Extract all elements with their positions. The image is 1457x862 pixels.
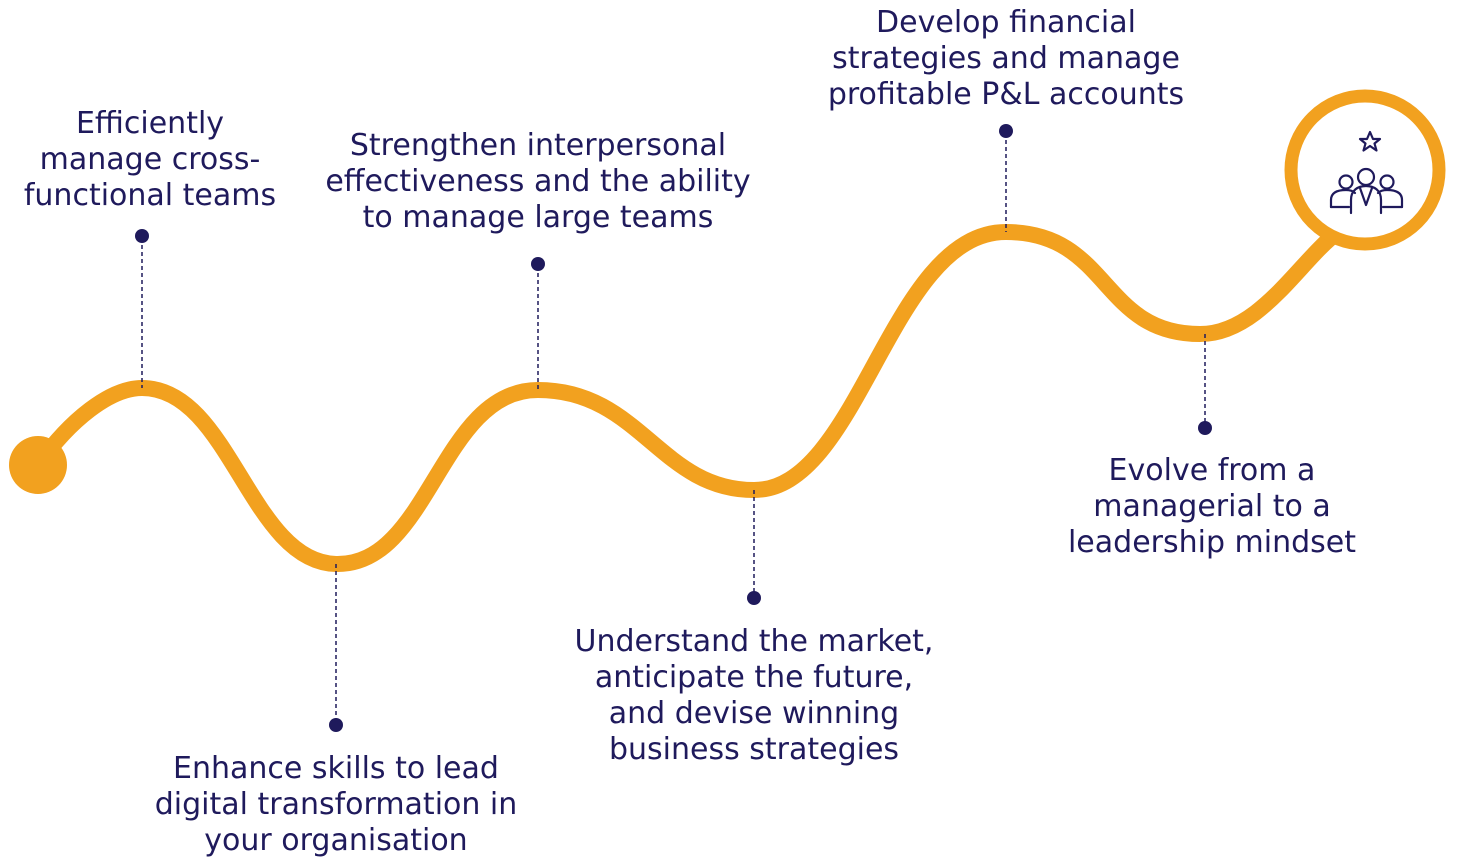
- milestone-dot-m1: [135, 229, 149, 243]
- milestone-label-m5: Develop financial strategies and manage …: [827, 5, 1185, 112]
- leadership-team-star-icon: [1329, 130, 1404, 215]
- milestone-label-m2: Enhance skills to lead digital transform…: [154, 751, 518, 858]
- connector-m5: [999, 124, 1013, 232]
- milestone-dot-m3: [531, 257, 545, 271]
- connector-m3: [531, 257, 545, 390]
- milestone-label-m3: Strengthen interpersonal effectiveness a…: [325, 128, 751, 235]
- milestone-label-m4: Understand the market, anticipate the fu…: [574, 624, 934, 767]
- start-dot: [9, 436, 67, 494]
- connector-m1: [135, 229, 149, 388]
- milestone-dot-m4: [747, 591, 761, 605]
- career-path-curve: [30, 223, 1346, 573]
- milestone-label-m6: Evolve from a managerial to a leadership…: [1067, 453, 1357, 560]
- connector-m4: [747, 490, 761, 605]
- milestone-dot-m2: [329, 718, 343, 732]
- connector-m6: [1198, 334, 1212, 435]
- connector-m2: [329, 564, 343, 732]
- milestone-dot-m6: [1198, 421, 1212, 435]
- milestone-label-m1: Efficiently manage cross- functional tea…: [23, 106, 277, 213]
- milestone-dot-m5: [999, 124, 1013, 138]
